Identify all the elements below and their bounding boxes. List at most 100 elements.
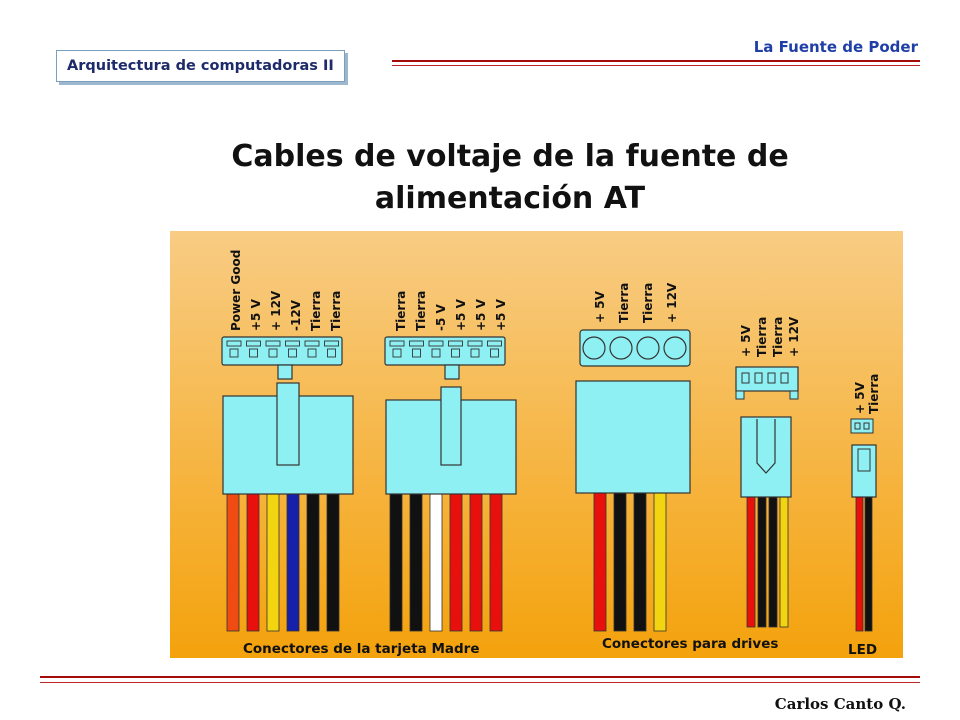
drive-connector-large-pin [636,336,660,360]
drive-connector-large-pin [609,336,633,360]
drive-connector-small-wire [768,494,778,628]
footer-rule-thin [40,682,920,683]
motherboard-connector-1-pin-top [265,340,281,347]
led-connector-latch [857,448,871,472]
drive-connector-small-latch [756,419,776,474]
drive-connector-large-wires [593,492,667,632]
author-name: Carlos Canto Q. [774,695,906,713]
motherboard-connector-1-wire [306,492,320,632]
drive-connector-small-pin-label: Tierra [771,317,785,357]
motherboard-connector-2-wire [409,492,423,632]
motherboard-connector-2-pin-top [448,340,463,347]
motherboard-connector-2-pin-label: Tierra [414,291,428,331]
motherboard-connector-2-pin [392,348,402,358]
motherboard-connector-1-wire [286,492,300,632]
motherboard-connector-1-pin [249,348,258,358]
drive-connector-large-pins [582,336,687,360]
led-connector-face [850,418,874,434]
motherboard-connector-2-wire [489,492,503,632]
led-connector-pin-label: + 5V [853,381,867,414]
drive-connector-small-pin-label: + 5V [739,324,753,357]
slide-title: Cables de voltaje de la fuente de alimen… [170,136,850,220]
caption-motherboard: Conectores de la tarjeta Madre [243,641,479,657]
motherboard-connector-1-wire [246,492,260,632]
slide-title-line-2: alimentación AT [374,181,646,216]
drive-connector-small-pins [741,372,789,384]
motherboard-connector-2-pin [451,348,460,358]
motherboard-connector-1-pin-label: Tierra [329,291,343,331]
motherboard-connector-2-wire [469,492,483,632]
motherboard-connector-1-pin-label: -12V [289,299,303,331]
led-connector-pin-label: Tierra [867,374,881,414]
motherboard-connector-1-pin-top [304,340,320,347]
drive-connector-large-housing [575,380,691,494]
led-connector-pin [863,422,870,430]
drive-connector-large-pin-label: + 12V [665,282,679,323]
motherboard-connector-2-latch [440,386,462,466]
drive-connector-large-face [579,329,691,367]
drive-connector-large-pin [582,336,606,360]
motherboard-connector-1-latch [276,382,300,466]
motherboard-connector-1-pin-labels: Power Good +5 V + 12V -12V Tierra Tierra [229,250,343,331]
drive-connector-large-wire [593,492,607,632]
motherboard-connector-2-pin-top [428,340,444,347]
section-title: La Fuente de Poder [753,38,918,56]
drive-connector-large-pin-label: Tierra [641,283,655,323]
motherboard-connector-2-pin-top [409,340,424,347]
drive-connector-large-pin-label: + 5V [593,290,607,323]
motherboard-connector-1-pin-label: + 12V [269,290,283,331]
slide-title-line-1: Cables de voltaje de la fuente de [231,139,789,174]
led-connector-wire [864,496,873,632]
header-rule-thin [392,65,920,66]
motherboard-connector-1-wire [226,492,240,632]
motherboard-connector-1-pin-top [226,340,242,347]
drive-connector-large-wire [633,492,647,632]
caption-drives: Conectores para drives [602,636,778,652]
motherboard-connector-1-pin [268,348,278,358]
drive-connector-small-pin [767,372,776,384]
drive-connector-large-pin-label: Tierra [617,283,631,323]
motherboard-connector-2-pin [470,348,480,358]
motherboard-connector-2-pin [431,348,441,358]
led-connector-pin [854,422,861,430]
motherboard-connector-2-key [444,364,460,380]
drive-connector-small-pin [780,372,789,384]
motherboard-connector-1-pins [226,340,339,358]
motherboard-connector-2-pin [490,348,499,358]
motherboard-connector-1-pin-label: Power Good [229,250,243,331]
drive-connector-small-pin [741,372,750,384]
drive-connector-small-housing [740,416,792,498]
drive-connector-small-pin-label: Tierra [755,317,769,357]
motherboard-connector-1-pin-top [285,340,300,347]
drive-connector-small-wire [757,494,767,628]
motherboard-connector-1-pin [307,348,317,358]
motherboard-connector-2-pin-top [487,340,502,347]
drive-connector-large-pin [663,336,687,360]
motherboard-connector-1-wire [326,492,340,632]
course-title-box: Arquitectura de computadoras II [56,50,345,82]
motherboard-connector-1-pin [229,348,239,358]
motherboard-connector-2-wire [429,492,443,632]
motherboard-connector-1-pin-top [324,340,339,347]
drive-connector-small-tab-left [735,390,745,400]
motherboard-connector-2-pin-top [467,340,483,347]
led-connector-pins [854,422,870,430]
drive-connector-small-wire [746,494,756,628]
motherboard-connector-1-pin-top [246,340,261,347]
motherboard-connector-1-pin-label: Tierra [309,291,323,331]
led-connector-wire [855,496,864,632]
motherboard-connector-2-wire [449,492,463,632]
motherboard-connector-2-pins [389,340,502,358]
course-title: Arquitectura de computadoras II [67,58,334,74]
motherboard-connector-1-pin-label: +5 V [249,298,263,331]
motherboard-connector-2-wire [389,492,403,632]
motherboard-connector-2-pin-label: Tierra [394,291,408,331]
drive-connector-large-wire [653,492,667,632]
drive-connector-large-pin-labels: + 5V Tierra Tierra + 12V [593,282,679,323]
drive-connector-small-pin [754,372,763,384]
